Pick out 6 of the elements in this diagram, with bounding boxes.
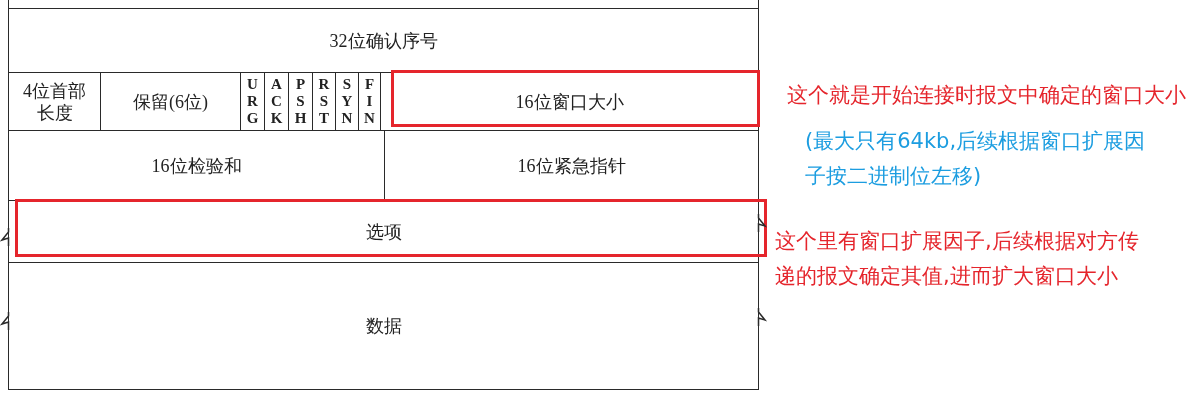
annotation-note: (最大只有64kb,后续根据窗口扩展因子按二进制位左移) — [805, 128, 1147, 190]
annotation-note: 这个里有窗口扩展因子,后续根据对方传递的报文确定其值,进而扩大窗口大小 — [775, 228, 1140, 290]
header-field: 数据 — [8, 262, 759, 390]
header-field: 选项 — [8, 200, 759, 263]
annotation-note: 这个就是开始连接时报文中确定的窗口大小 — [787, 82, 1187, 109]
header-field: 32位确认序号 — [8, 8, 759, 73]
